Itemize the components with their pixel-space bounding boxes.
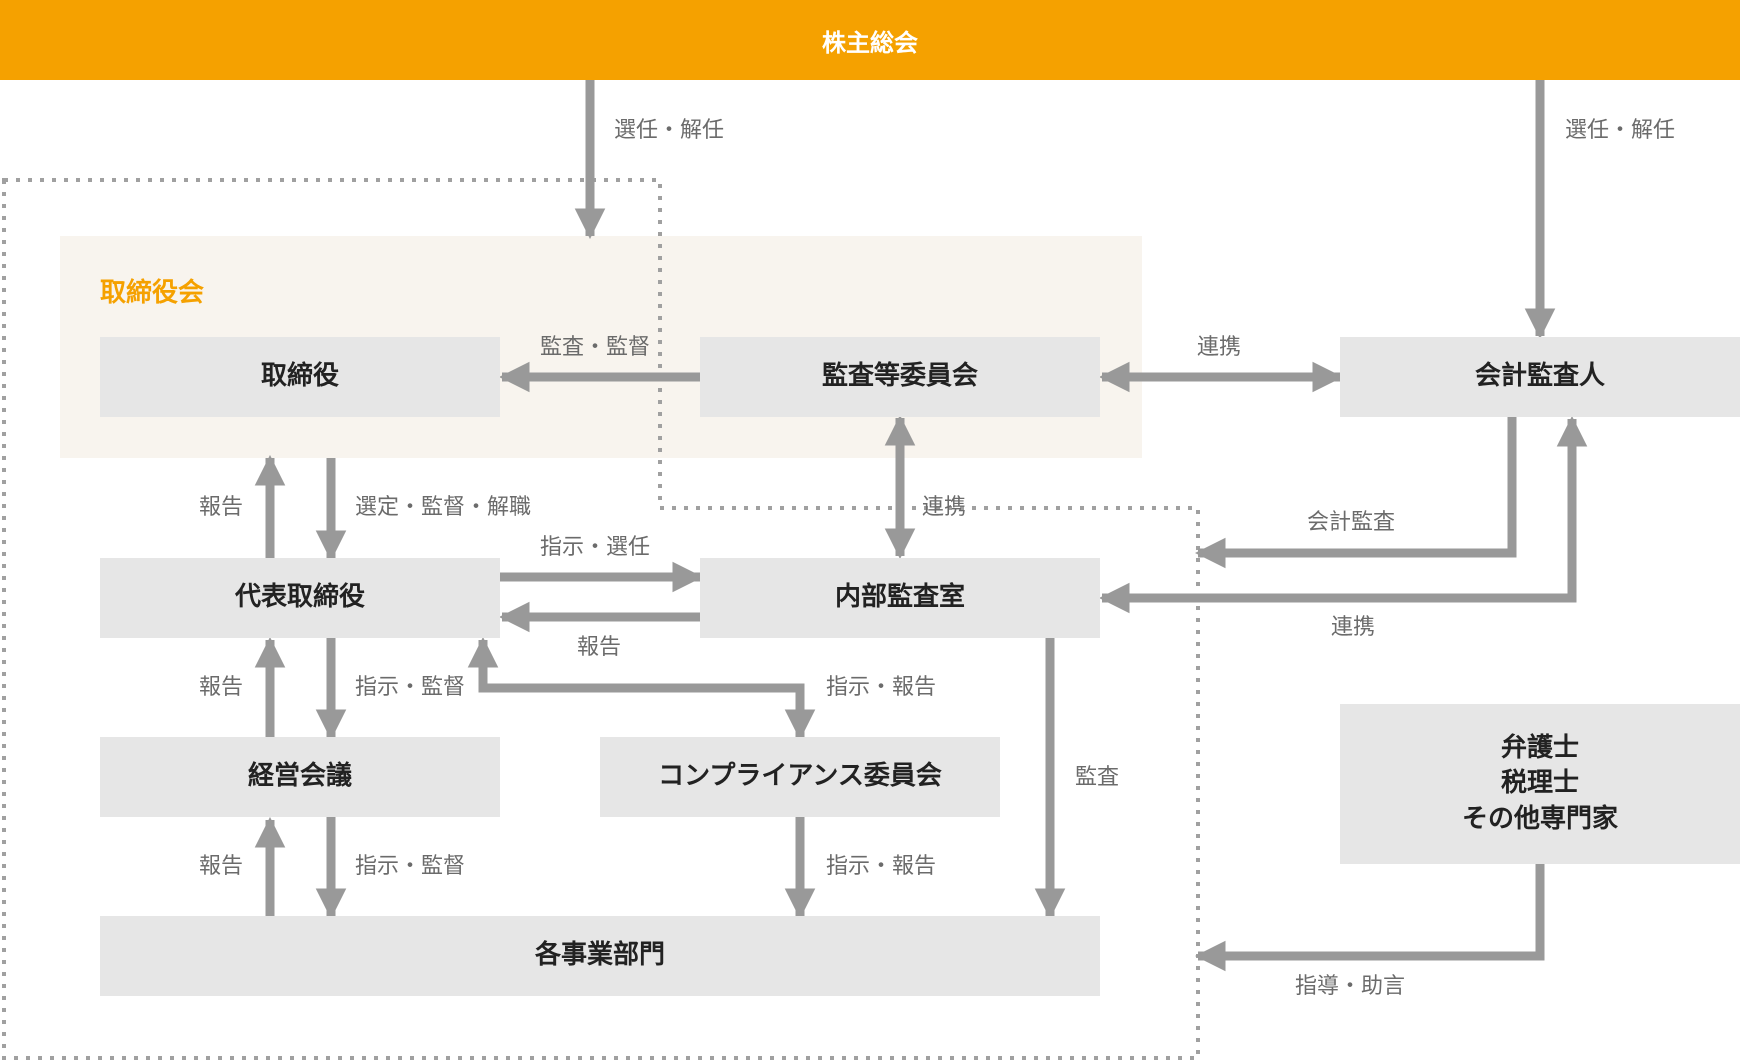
label-instruct-supervise-units: 指示・監督: [355, 854, 466, 879]
compliance-committee-box: コンプライアンス委員会: [600, 737, 1000, 817]
shareholders-meeting-bar: 株主総会: [0, 0, 1740, 80]
audit-committee-box: 監査等委員会: [700, 337, 1100, 417]
label-report-internal: 報告: [577, 635, 622, 660]
label-report-president: 報告: [199, 495, 244, 520]
internal-audit-office-box: 内部監査室: [700, 558, 1100, 638]
label-audit-supervise: 監査・監督: [540, 335, 651, 360]
external-experts-box: 弁護士 税理士 その他専門家: [1340, 704, 1740, 864]
label-audit-units: 監査: [1075, 765, 1120, 790]
label-instruct-select: 指示・選任: [540, 535, 651, 560]
directors-box: 取締役: [100, 337, 500, 417]
expert-tax-accountant: 税理士: [1500, 768, 1579, 799]
label-collab-auditor: 連携: [1197, 335, 1242, 360]
label-instruct-supervise-mgmt: 指示・監督: [355, 675, 466, 700]
label-instruct-report-compliance: 指示・報告: [826, 675, 937, 700]
label-collab-internal: 連携: [922, 495, 967, 520]
arrow-internal-auditor-collab: [1098, 415, 1588, 614]
arrow-experts-guidance: [1194, 864, 1545, 972]
president-box: 代表取締役: [100, 558, 500, 638]
business-units-box: 各事業部門: [100, 916, 1100, 996]
arrow-president-compliance: [467, 636, 816, 741]
label-report-units: 報告: [199, 854, 244, 879]
internal-organization-dashed-outline: [2, 178, 1200, 1060]
management-meeting-box: 経営会議: [100, 737, 500, 817]
expert-other-specialists: その他専門家: [1461, 803, 1618, 834]
label-elect-dismiss-left: 選任・解任: [614, 118, 725, 143]
board-of-directors-title: 取締役会: [100, 278, 205, 308]
label-collab-auditor-internal: 連携: [1331, 615, 1376, 640]
label-elect-dismiss-right: 選任・解任: [1565, 118, 1676, 143]
label-accounting-audit: 会計監査: [1307, 510, 1396, 535]
accounting-auditor-box: 会計監査人: [1340, 337, 1740, 417]
shareholders-meeting-label: 株主総会: [822, 28, 918, 57]
expert-lawyer: 弁護士: [1500, 733, 1579, 764]
label-guidance-advice: 指導・助言: [1295, 974, 1406, 999]
label-instruct-report-units: 指示・報告: [826, 854, 937, 879]
label-select-supervise-dismiss: 選定・監督・解職: [355, 495, 532, 520]
label-report-mgmt: 報告: [199, 675, 244, 700]
